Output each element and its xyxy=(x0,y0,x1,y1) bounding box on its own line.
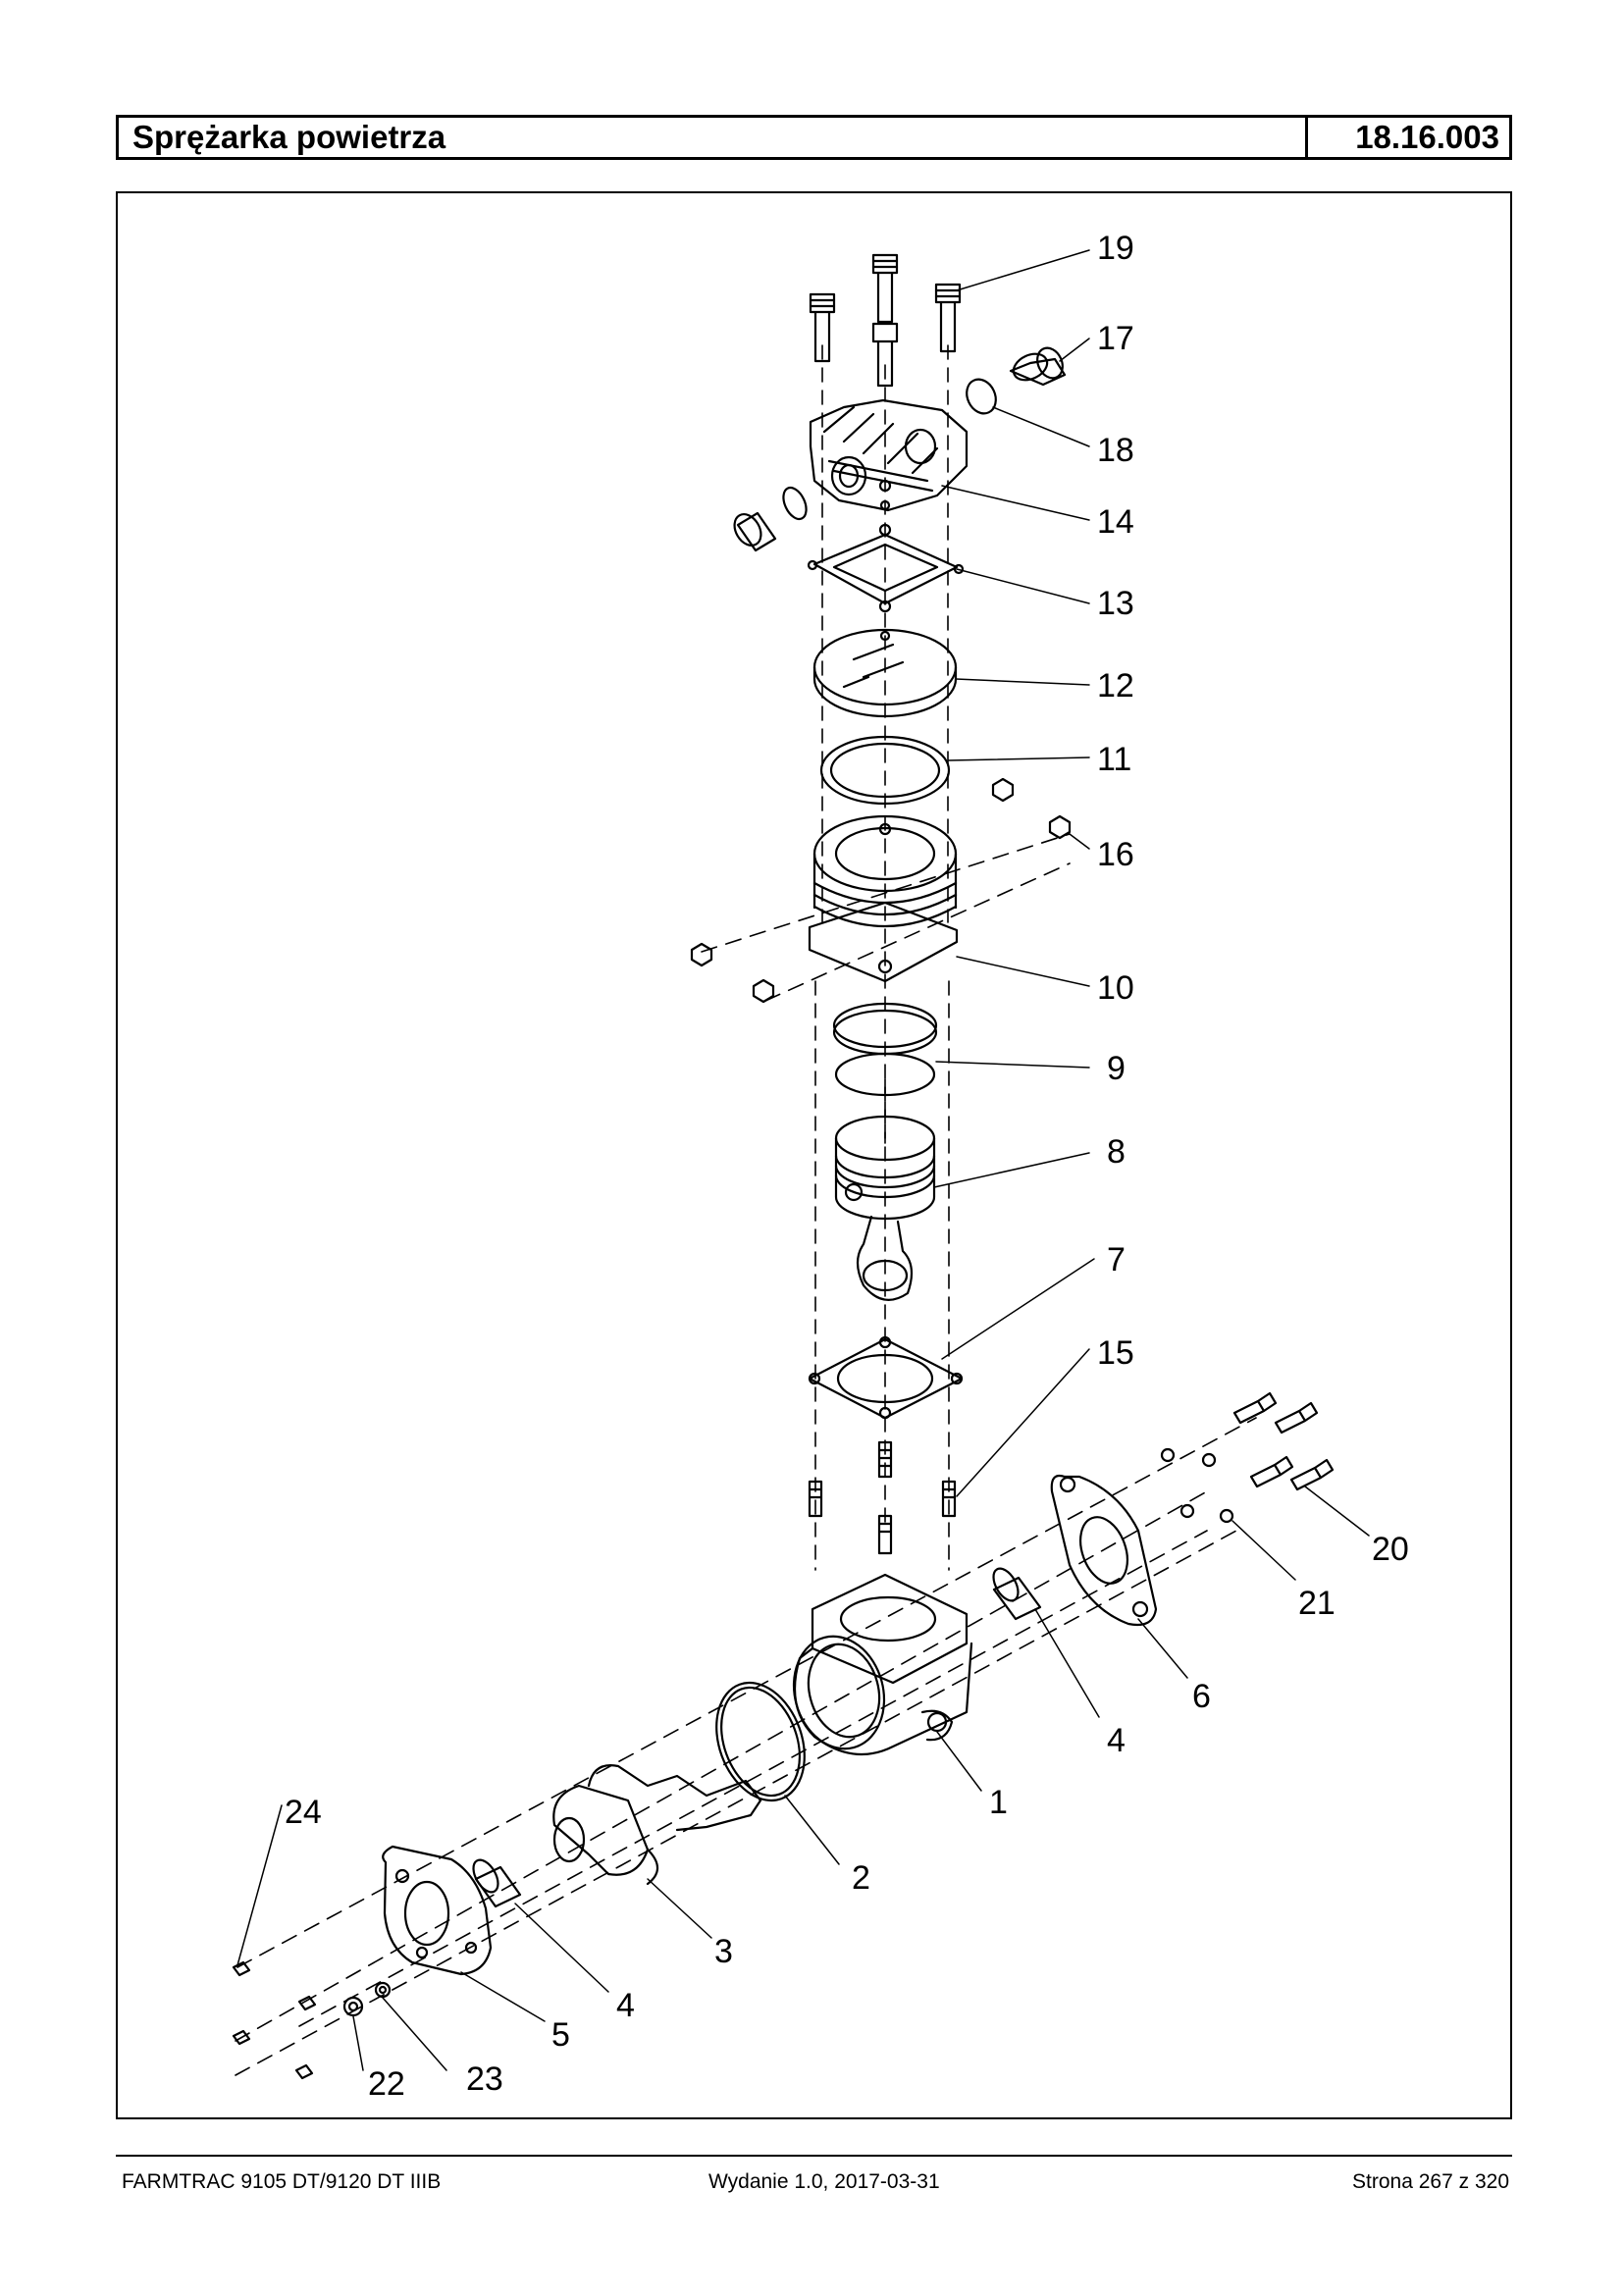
callout-23: 23 xyxy=(466,2060,503,2098)
part-18-seal-left xyxy=(782,486,808,521)
part-4-bushing-left xyxy=(472,1858,522,1908)
part-9-piston-rings xyxy=(832,1002,938,1097)
part-24-screws xyxy=(232,1960,317,2080)
footer-model: FARMTRAC 9105 DT/9120 DT IIIB xyxy=(122,2170,442,2193)
drawing-frame xyxy=(116,191,1512,2119)
part-18-seal xyxy=(966,378,997,415)
callout-24: 24 xyxy=(285,1794,322,1831)
part-12-valve-plate xyxy=(812,628,958,718)
footer-edition: Wydanie 1.0, 2017-03-31 xyxy=(708,2170,940,2193)
part-22-plug xyxy=(342,1996,364,2017)
callout-15: 15 xyxy=(1097,1334,1134,1372)
part-21-washers xyxy=(1160,1447,1234,1524)
part-15-studs xyxy=(808,1440,957,1555)
part-6-end-cover xyxy=(1050,1474,1158,1627)
callout-labels: 19 17 18 14 13 12 11 16 10 9 8 7 15 20 2… xyxy=(285,230,1409,2103)
part-3-crankshaft xyxy=(552,1764,762,1886)
callout-6: 6 xyxy=(1192,1678,1211,1715)
callout-22: 22 xyxy=(368,2065,405,2103)
callout-17: 17 xyxy=(1097,320,1134,357)
callout-12: 12 xyxy=(1097,667,1134,704)
callout-20: 20 xyxy=(1372,1531,1409,1568)
part-20-bolts xyxy=(1232,1391,1335,1491)
callout-2: 2 xyxy=(852,1859,870,1897)
callout-13: 13 xyxy=(1097,585,1134,622)
part-23-washer xyxy=(374,1981,392,1999)
callout-7: 7 xyxy=(1107,1241,1126,1278)
part-4-bushing-right xyxy=(992,1567,1042,1621)
callout-16: 16 xyxy=(1097,836,1134,873)
footer-rule xyxy=(116,2155,1512,2157)
callout-10: 10 xyxy=(1097,969,1134,1007)
part-14-cylinder-head xyxy=(809,398,969,512)
part-1-crankcase xyxy=(792,1573,973,1756)
callout-11: 11 xyxy=(1097,741,1131,778)
callout-8: 8 xyxy=(1107,1133,1126,1171)
page-title: Sprężarka powietrza xyxy=(119,118,1308,157)
callout-5: 5 xyxy=(551,2016,570,2054)
part-2-o-ring xyxy=(715,1681,806,1802)
callout-19: 19 xyxy=(1097,230,1134,267)
part-19-bolts xyxy=(809,253,962,388)
page-header: Sprężarka powietrza 18.16.003 xyxy=(116,115,1512,160)
callout-4-left: 4 xyxy=(616,1987,635,2024)
callout-14: 14 xyxy=(1097,503,1134,541)
callout-4-right: 4 xyxy=(1107,1722,1126,1759)
callout-9: 9 xyxy=(1107,1050,1126,1087)
part-16-nuts xyxy=(690,777,1072,1004)
callout-21: 21 xyxy=(1298,1585,1336,1622)
part-8-piston xyxy=(834,1115,936,1301)
part-17-fitting xyxy=(1009,346,1067,387)
part-10-cylinder xyxy=(808,814,959,983)
part-13-gasket xyxy=(807,523,965,613)
part-5-end-cover xyxy=(382,1845,493,1976)
callout-18: 18 xyxy=(1097,432,1134,469)
callout-1: 1 xyxy=(989,1784,1008,1821)
footer-page-number: Strona 267 z 320 xyxy=(1352,2170,1509,2193)
part-11-gasket-ring xyxy=(819,735,951,806)
callout-3: 3 xyxy=(714,1933,733,1970)
part-17-fitting-left xyxy=(733,511,777,552)
part-7-base-gasket xyxy=(808,1335,964,1420)
section-code: 18.16.003 xyxy=(1355,119,1499,155)
